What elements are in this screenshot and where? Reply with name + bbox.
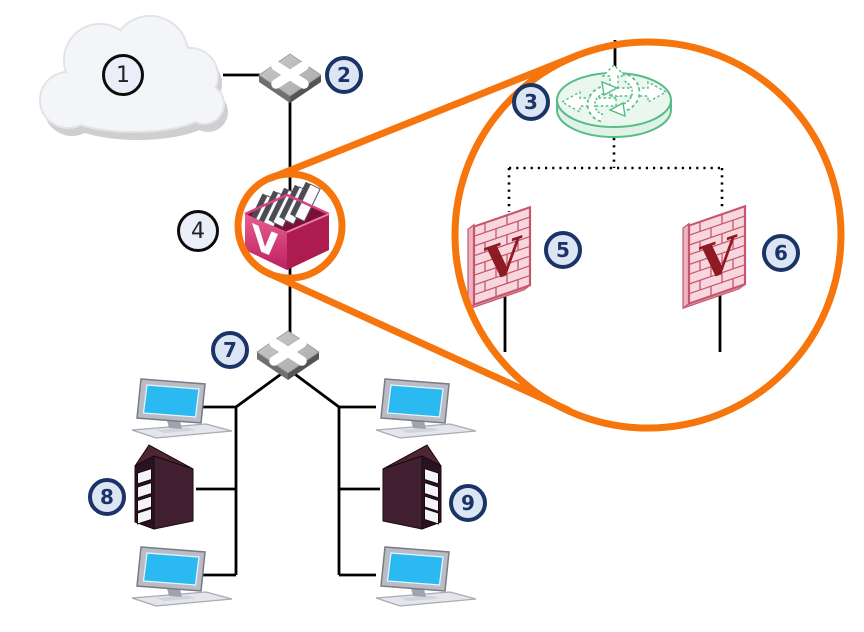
callout-3: 3 — [512, 83, 550, 121]
callout-5-number: 5 — [556, 238, 570, 262]
magnifier-detail-circle — [451, 38, 845, 432]
magnifier-lower-line — [264, 269, 572, 414]
callout-7: 7 — [211, 331, 249, 369]
cluster-dotted-wires — [507, 138, 724, 212]
callout-2: 2 — [325, 56, 363, 94]
callout-5: 5 — [544, 231, 582, 269]
callout-7-number: 7 — [223, 338, 237, 362]
callout-2-number: 2 — [337, 63, 351, 87]
callout-4: 4 — [177, 210, 219, 252]
callout-8: 8 — [88, 478, 126, 516]
callout-1: 1 — [102, 54, 144, 96]
callout-9: 9 — [449, 484, 487, 522]
callout-8-number: 8 — [100, 485, 114, 509]
load-balancer-disk-icon — [556, 64, 672, 138]
callout-6: 6 — [762, 234, 800, 272]
magnifier-upper-line — [267, 52, 580, 182]
callout-1-number: 1 — [116, 62, 130, 88]
callout-9-number: 9 — [461, 491, 475, 515]
callout-3-number: 3 — [524, 90, 538, 114]
internet-cloud-icon — [39, 15, 228, 140]
callout-6-number: 6 — [774, 241, 788, 265]
appliance-box-icon: V — [244, 181, 330, 270]
appliance-box-blades — [246, 181, 321, 234]
callout-4-number: 4 — [191, 218, 205, 244]
magnifier-source-circle — [234, 170, 346, 282]
